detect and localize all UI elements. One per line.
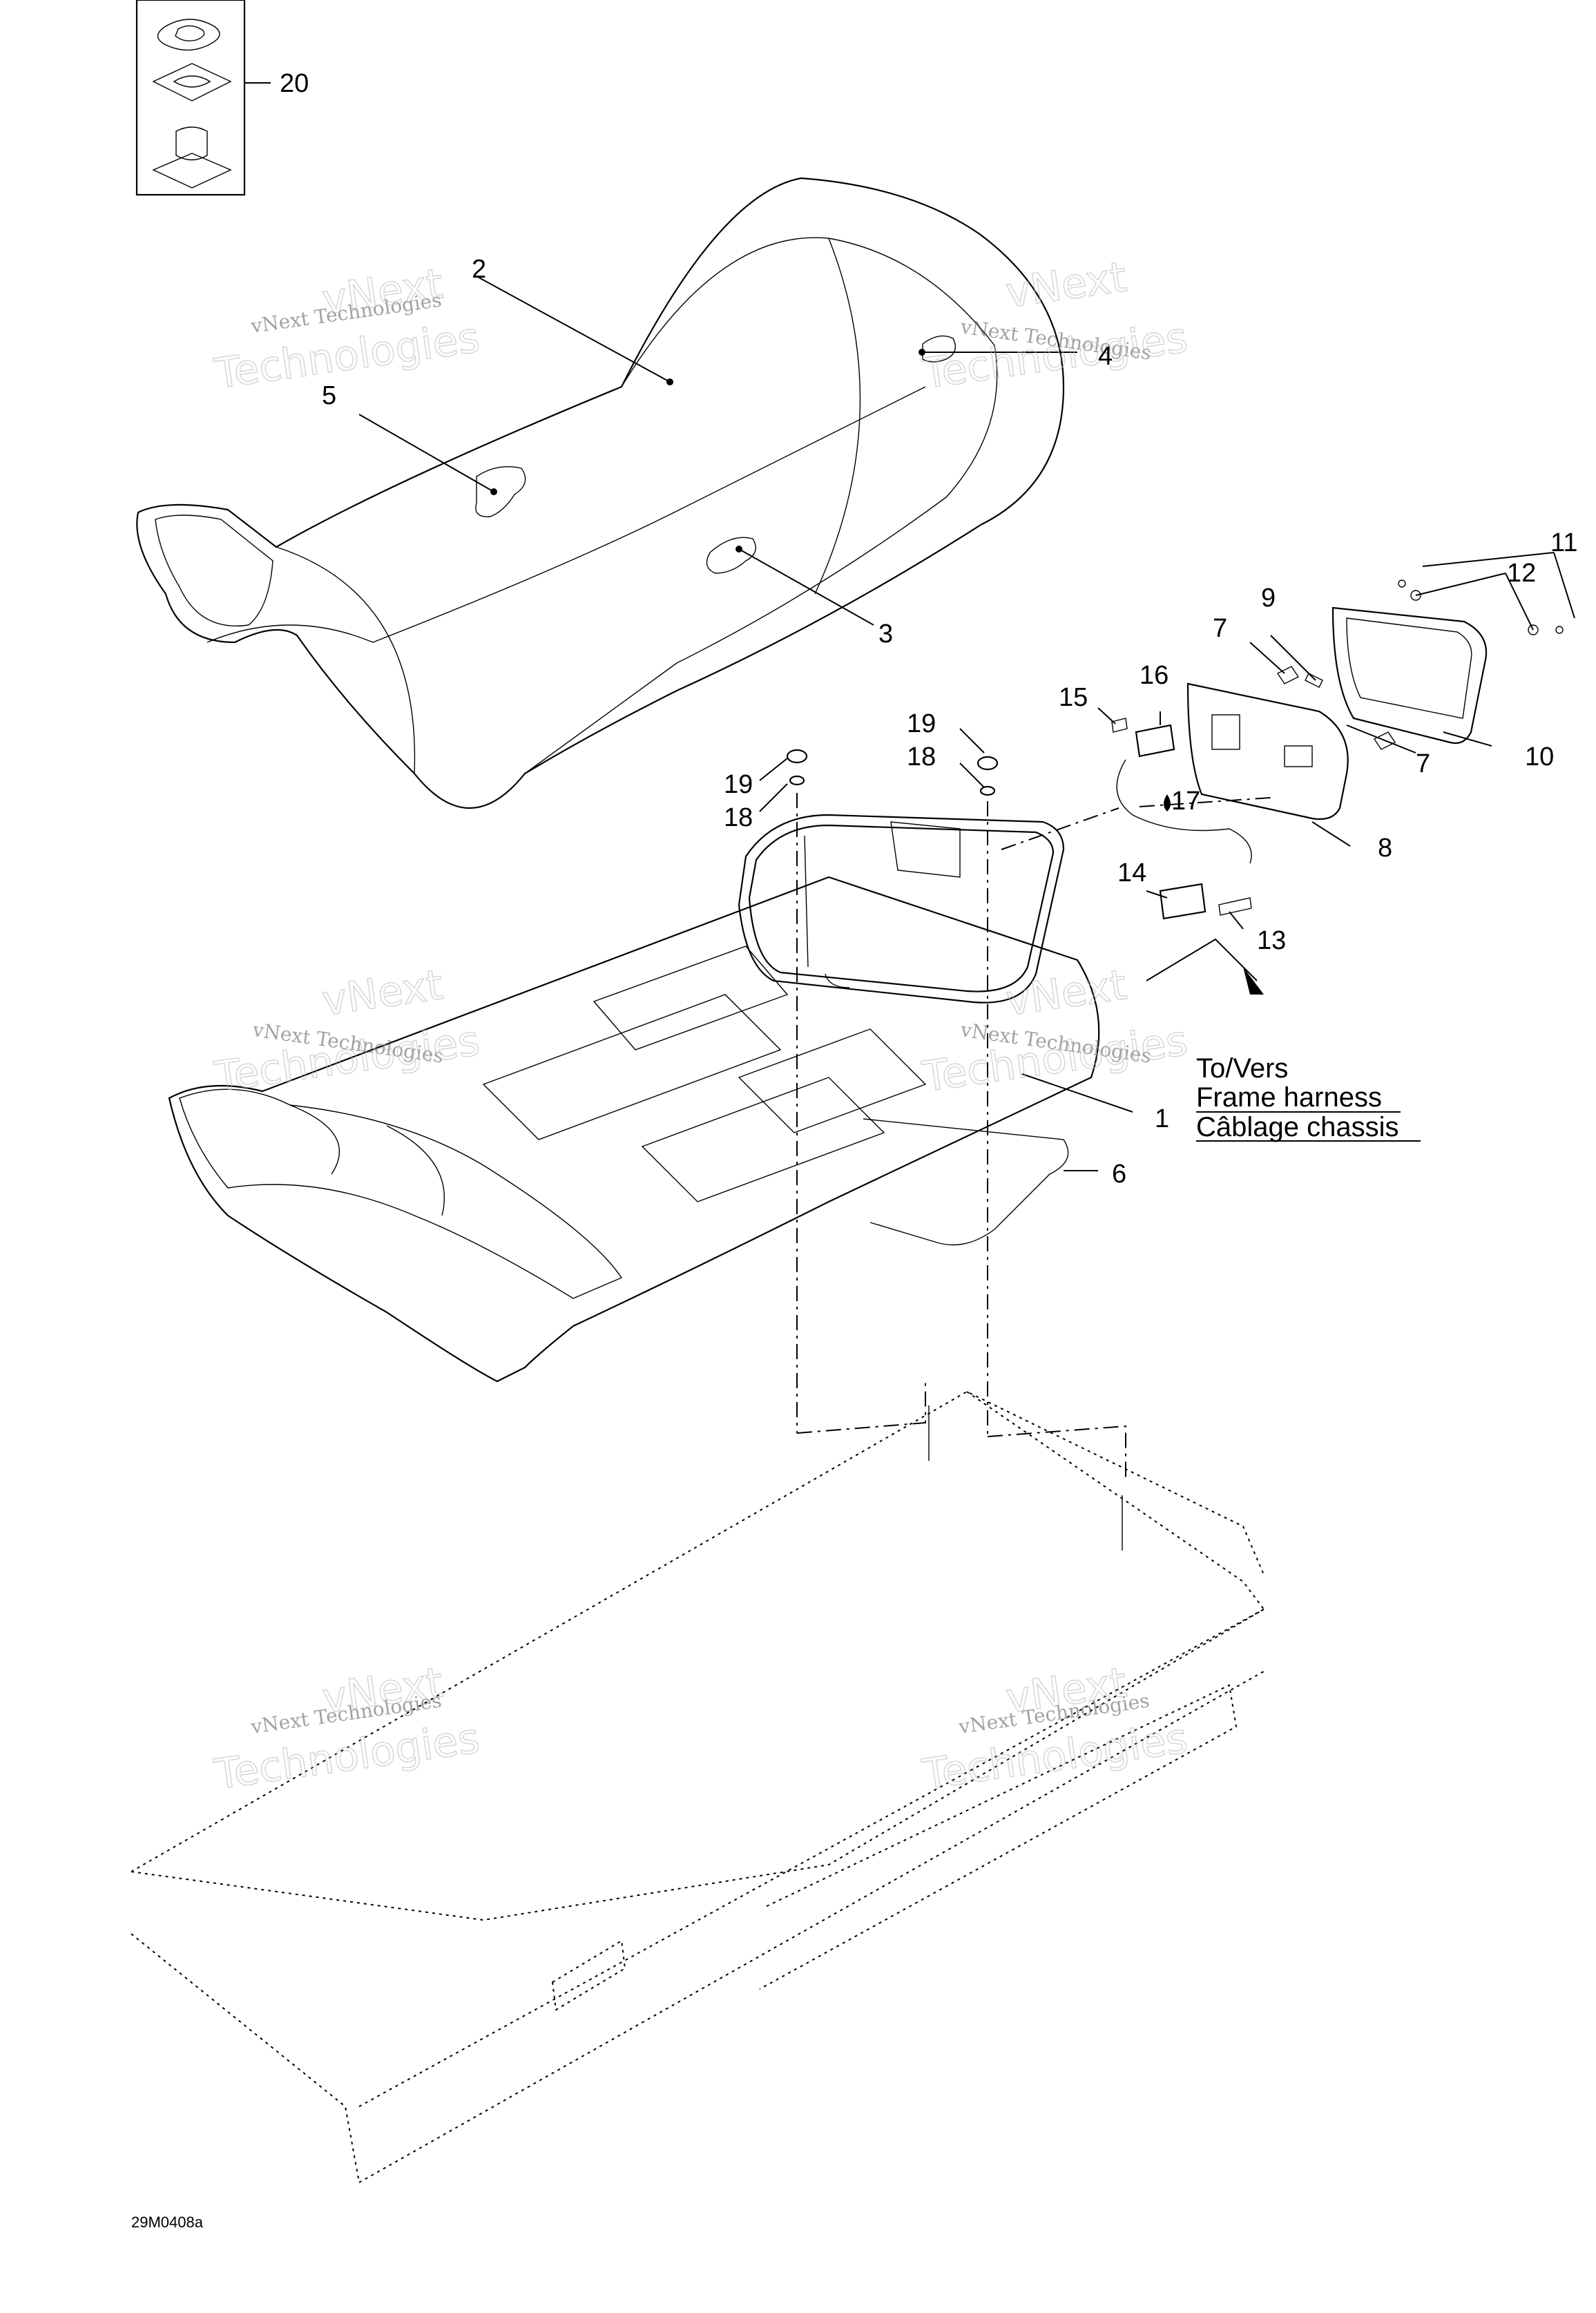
fasteners	[786, 749, 999, 796]
callout-16: 16	[1140, 661, 1169, 690]
callout-14: 14	[1117, 858, 1146, 887]
callout-9: 9	[1261, 584, 1276, 613]
leader-lines	[358, 276, 1575, 1171]
callout-19-left: 19	[724, 770, 753, 799]
callout-4: 4	[1098, 342, 1113, 371]
callout-12: 12	[1507, 559, 1536, 588]
callout-17: 17	[1171, 787, 1200, 816]
callout-18-left: 18	[724, 803, 753, 832]
harness-note: To/Vers Frame harness Câblage chassis	[1196, 1053, 1421, 1142]
seat	[136, 177, 1065, 809]
figure-reference: 29M0408a	[131, 2214, 204, 2231]
watermark-outline: vNext	[319, 260, 445, 325]
callout-7-bottom: 7	[1416, 749, 1430, 778]
harness-note-line1: To/Vers	[1196, 1053, 1288, 1084]
assembly-lines	[796, 793, 1271, 1478]
callout-15: 15	[1059, 683, 1088, 712]
callout-6: 6	[1112, 1160, 1126, 1189]
watermark-outline: Technologies	[919, 314, 1190, 399]
callout-2: 2	[472, 255, 486, 284]
callout-13: 13	[1257, 926, 1286, 955]
watermark-outline: vNext	[1003, 961, 1129, 1026]
rear-rack	[168, 814, 1100, 1383]
watermark-outline: vNext	[1003, 253, 1129, 318]
watermark-outline: vNext	[319, 961, 445, 1026]
watermark-outline: Technologies	[919, 1017, 1190, 1102]
callout-18-right: 18	[907, 742, 936, 771]
harness-note-line2: Frame harness	[1196, 1082, 1382, 1113]
callout-20: 20	[280, 69, 309, 98]
part-20-inset	[135, 0, 271, 196]
callout-10: 10	[1525, 742, 1554, 771]
leader-dots	[490, 349, 925, 553]
frame-tunnel	[131, 1390, 1265, 2183]
callout-5: 5	[322, 381, 336, 410]
callout-8: 8	[1378, 834, 1392, 863]
callout-1: 1	[1155, 1104, 1169, 1133]
callout-11: 11	[1550, 528, 1577, 557]
callouts: 20 2 5 4 3 11 12 9 7 16 15 19 19 18 18 7…	[280, 69, 1577, 1189]
callout-19-right: 19	[907, 709, 936, 738]
callout-7-top: 7	[1213, 614, 1227, 643]
callout-3: 3	[878, 620, 893, 649]
watermark-outline: Technologies	[211, 1017, 482, 1102]
taillight-assembly	[1111, 579, 1564, 995]
harness-note-line3: Câblage chassis	[1196, 1112, 1399, 1142]
